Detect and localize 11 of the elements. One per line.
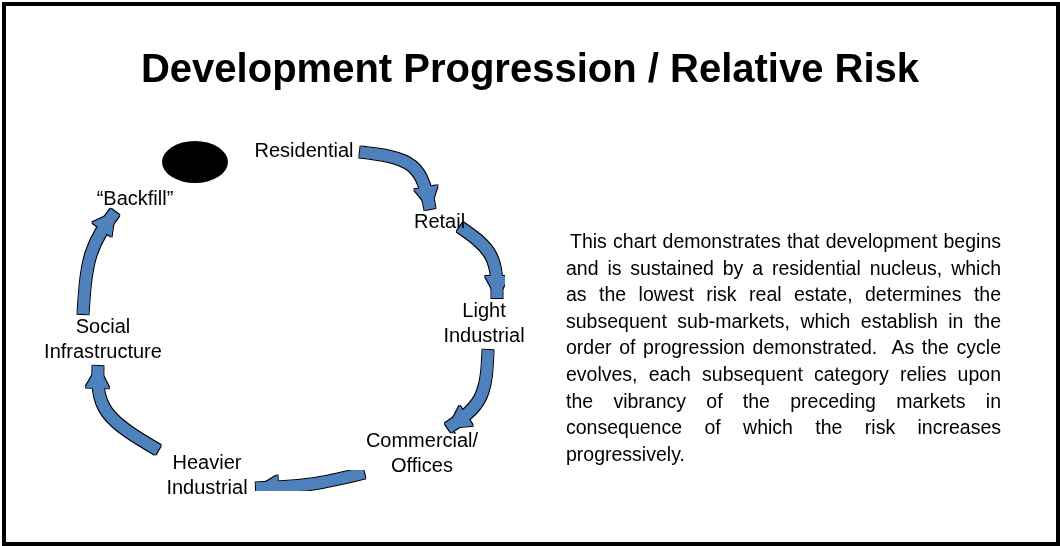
category-label: Heavier Industrial [165,450,249,500]
category-label: Commercial/ Offices [364,428,480,478]
category-label: Social Infrastructure [43,314,163,364]
curved-arrow [255,467,366,500]
curved-arrow [77,208,120,315]
curved-arrow [85,365,161,455]
description-paragraph: This chart demonstrates that development begins and is sustained by a residential nucleus, which as the lowest risk real estate, determines the subsequent sub-markets, which establish in the order of progression demonstrated. As the cycle evolves, each subsequent category relies upon the vibrancy of the preceding markets in consequence of which the risk increases progressively. [566,229,1001,467]
category-label: Residential [253,138,355,163]
category-label: Light Industrial [442,298,526,348]
diagram-title: Development Progression / Relative Risk [139,46,920,91]
category-label: “Backfill” [95,186,175,211]
